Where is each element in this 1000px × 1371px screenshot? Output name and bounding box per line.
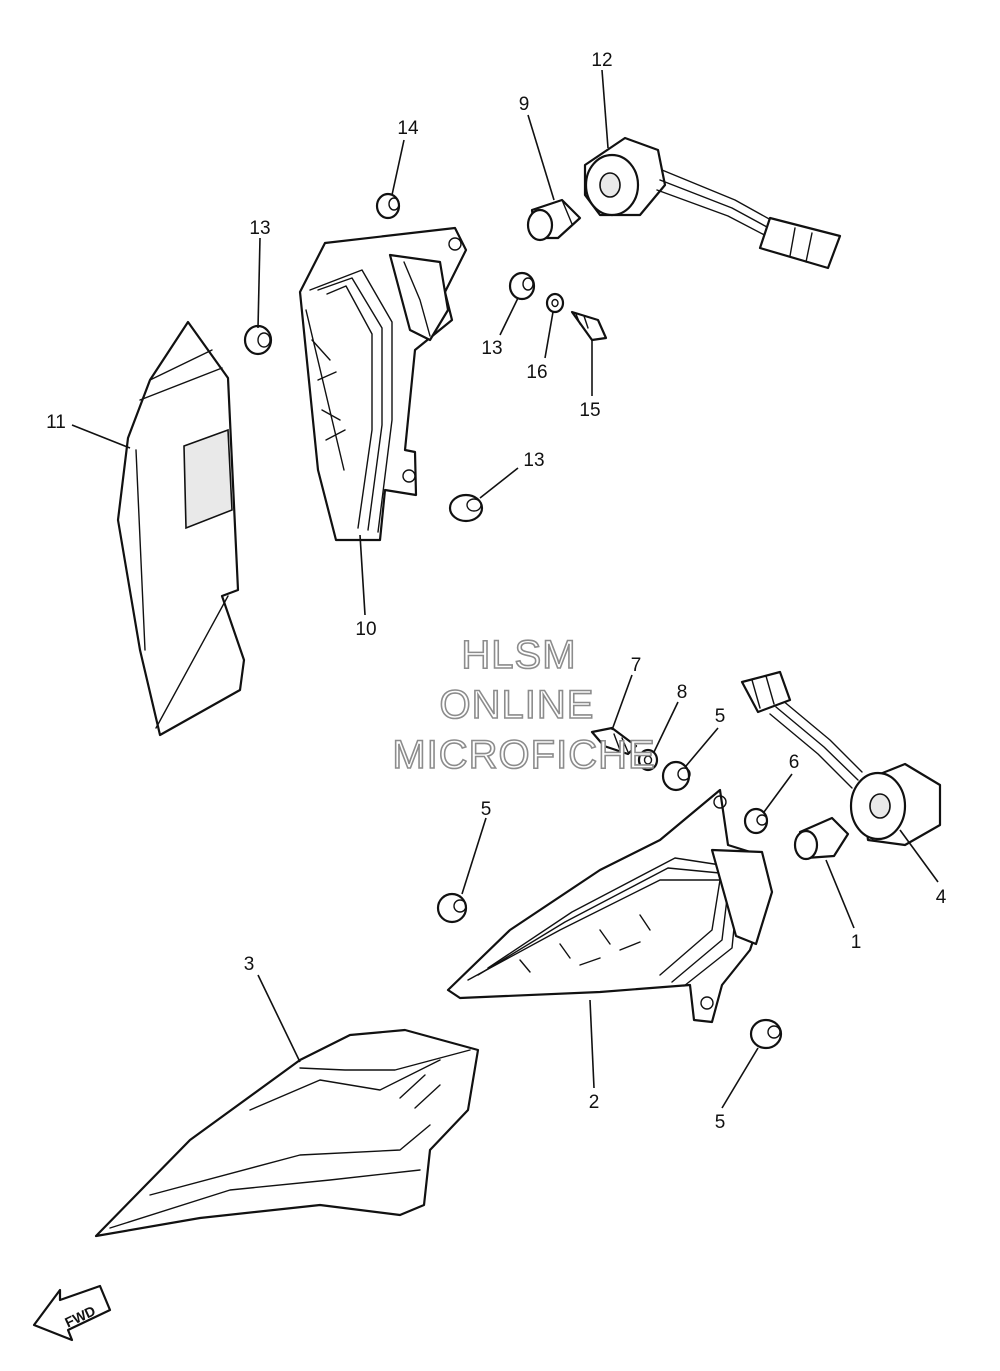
callout-14: 14 (397, 118, 419, 139)
callout-11: 11 (46, 412, 66, 433)
part-10-upper-lamp-housing (298, 226, 468, 542)
watermark-line-1: HLSM (461, 633, 576, 677)
callout-13-center: 13 (481, 338, 502, 359)
part-13-grommet-a (243, 324, 273, 356)
callout-7: 7 (631, 655, 642, 676)
callout-15: 15 (579, 400, 600, 421)
callout-10: 10 (355, 619, 376, 640)
callout-13-lower: 13 (523, 450, 544, 471)
part-8-washer (637, 748, 659, 772)
part-5-grommet-c (749, 1018, 783, 1050)
part-16-washer (545, 292, 565, 314)
callout-3: 3 (244, 954, 255, 975)
part-1-lower-bulb (793, 816, 850, 861)
callout-5-top: 5 (715, 706, 726, 727)
callout-6: 6 (789, 752, 800, 773)
part-9-upper-bulb (526, 198, 582, 242)
leader-lines (71, 69, 939, 1109)
part-2-lower-lamp-housing (446, 788, 774, 1024)
callout-5-bottom: 5 (715, 1112, 726, 1133)
callout-12: 12 (591, 50, 612, 71)
part-12-upper-socket (583, 136, 842, 270)
callout-16: 16 (526, 362, 547, 383)
part-13-grommet-b (508, 271, 536, 301)
part-4-lower-socket (740, 670, 942, 847)
part-14-upper-collar (375, 192, 401, 220)
callout-1: 1 (851, 932, 862, 953)
part-13-grommet-c (448, 493, 484, 523)
callout-13-left: 13 (249, 218, 270, 239)
watermark-line-2: ONLINE (440, 683, 595, 727)
callout-4: 4 (936, 887, 947, 908)
callout-5-left: 5 (481, 799, 492, 820)
callout-2: 2 (589, 1092, 600, 1113)
watermark: HLSM ONLINE MICROFICHE (392, 632, 656, 778)
part-3-lower-cover (94, 1028, 480, 1238)
part-15-screw (570, 310, 608, 342)
part-5-grommet-a (661, 760, 691, 792)
part-6-collar (743, 807, 769, 835)
part-11-upper-cover (116, 320, 246, 737)
callout-8: 8 (677, 682, 688, 703)
watermark-line-3: MICROFICHE (392, 733, 655, 777)
part-7-screw (590, 726, 638, 756)
callout-9: 9 (519, 94, 530, 115)
fwd-arrow: FWD (32, 1284, 112, 1342)
fwd-arrow-icon (32, 1284, 112, 1342)
part-5-grommet-b (436, 892, 468, 924)
callout-labels: 1 2 3 4 5 5 5 5 6 7 8 9 10 11 12 13 13 1… (46, 50, 947, 1133)
